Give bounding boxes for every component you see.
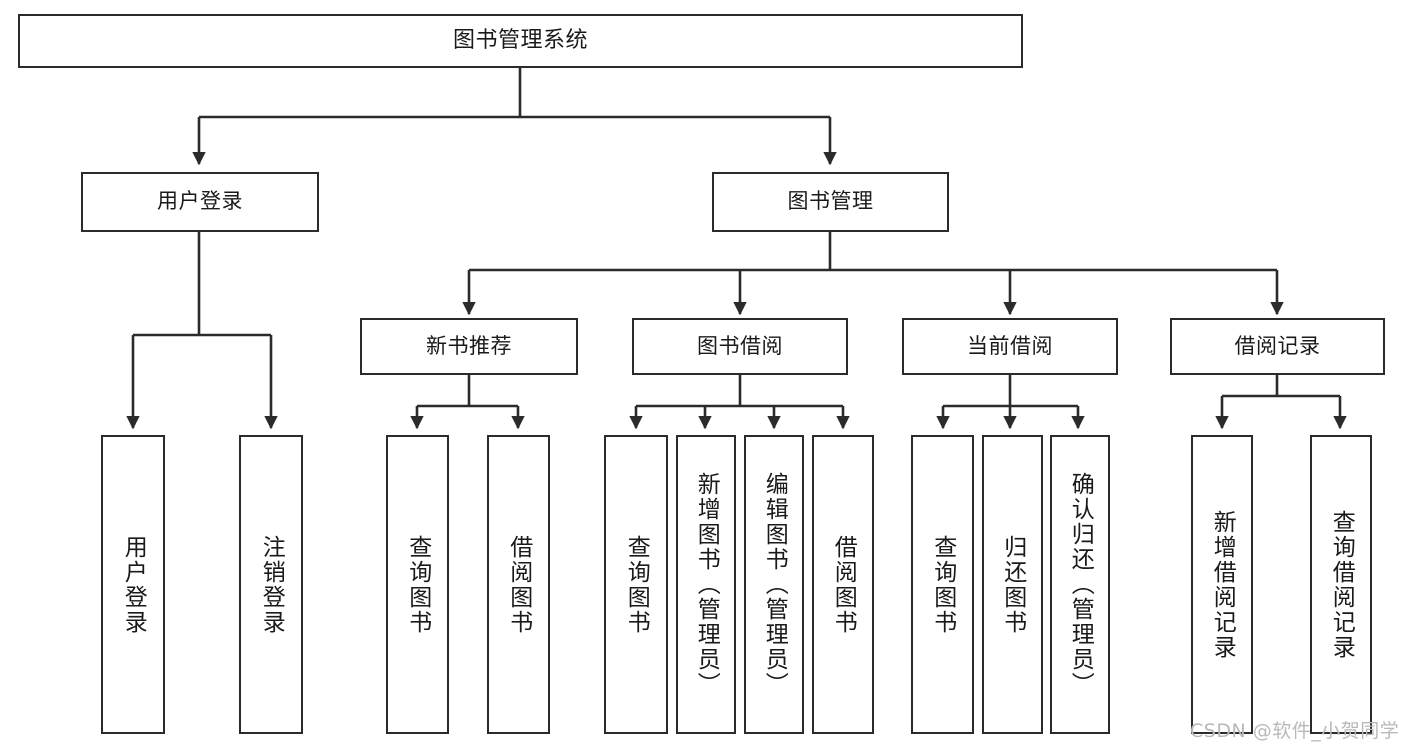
- node-book-borrow[interactable]: 图书借阅: [632, 318, 848, 375]
- leaf-add-book-admin[interactable]: 新增图书（管理员）: [676, 435, 736, 734]
- node-user-login[interactable]: 用户登录: [81, 172, 319, 232]
- leaf-query-book-current[interactable]: 查询图书: [911, 435, 974, 734]
- node-label: 新书推荐: [426, 333, 512, 358]
- leaf-user-login[interactable]: 用户登录: [101, 435, 165, 734]
- node-label: 图书借阅: [697, 333, 783, 358]
- node-label: 用户登录: [157, 189, 243, 214]
- leaf-borrow-book[interactable]: 借阅图书: [812, 435, 874, 734]
- node-label: 确认归还（管理员）: [1067, 472, 1094, 697]
- node-new-book-recommend[interactable]: 新书推荐: [360, 318, 578, 375]
- node-label: 当前借阅: [967, 333, 1053, 358]
- node-borrow-record[interactable]: 借阅记录: [1170, 318, 1385, 375]
- node-label: 归还图书: [999, 534, 1026, 635]
- node-label: 借阅记录: [1234, 333, 1321, 358]
- node-label: 注销登录: [258, 534, 285, 635]
- node-label: 用户登录: [120, 534, 147, 635]
- node-label: 借阅图书: [505, 534, 532, 635]
- csdn-watermark: CSDN @软件_小贺同学: [1190, 720, 1400, 742]
- leaf-query-book-recommend[interactable]: 查询图书: [386, 435, 449, 734]
- node-book-management[interactable]: 图书管理: [712, 172, 949, 232]
- leaf-add-borrow-record[interactable]: 新增借阅记录: [1191, 435, 1253, 734]
- leaf-borrow-book-recommend[interactable]: 借阅图书: [487, 435, 550, 734]
- leaf-return-book[interactable]: 归还图书: [982, 435, 1043, 734]
- node-label: 查询图书: [623, 534, 650, 635]
- node-current-borrow[interactable]: 当前借阅: [902, 318, 1118, 375]
- leaf-logout[interactable]: 注销登录: [239, 435, 303, 734]
- node-label: 图书管理系统: [452, 27, 588, 53]
- node-label: 查询图书: [929, 534, 956, 635]
- node-label: 查询借阅记录: [1328, 509, 1355, 660]
- node-label: 编辑图书（管理员）: [761, 472, 788, 697]
- node-label: 借阅图书: [830, 534, 857, 635]
- node-root-system[interactable]: 图书管理系统: [18, 14, 1023, 68]
- leaf-edit-book-admin[interactable]: 编辑图书（管理员）: [744, 435, 804, 734]
- node-label: 新增借阅记录: [1209, 509, 1236, 660]
- leaf-query-borrow-record[interactable]: 查询借阅记录: [1310, 435, 1372, 734]
- leaf-query-book-borrow[interactable]: 查询图书: [604, 435, 668, 734]
- leaf-confirm-return-admin[interactable]: 确认归还（管理员）: [1050, 435, 1110, 734]
- node-label: 查询图书: [404, 534, 431, 635]
- node-label: 图书管理: [787, 189, 874, 214]
- node-label: 新增图书（管理员）: [693, 472, 720, 697]
